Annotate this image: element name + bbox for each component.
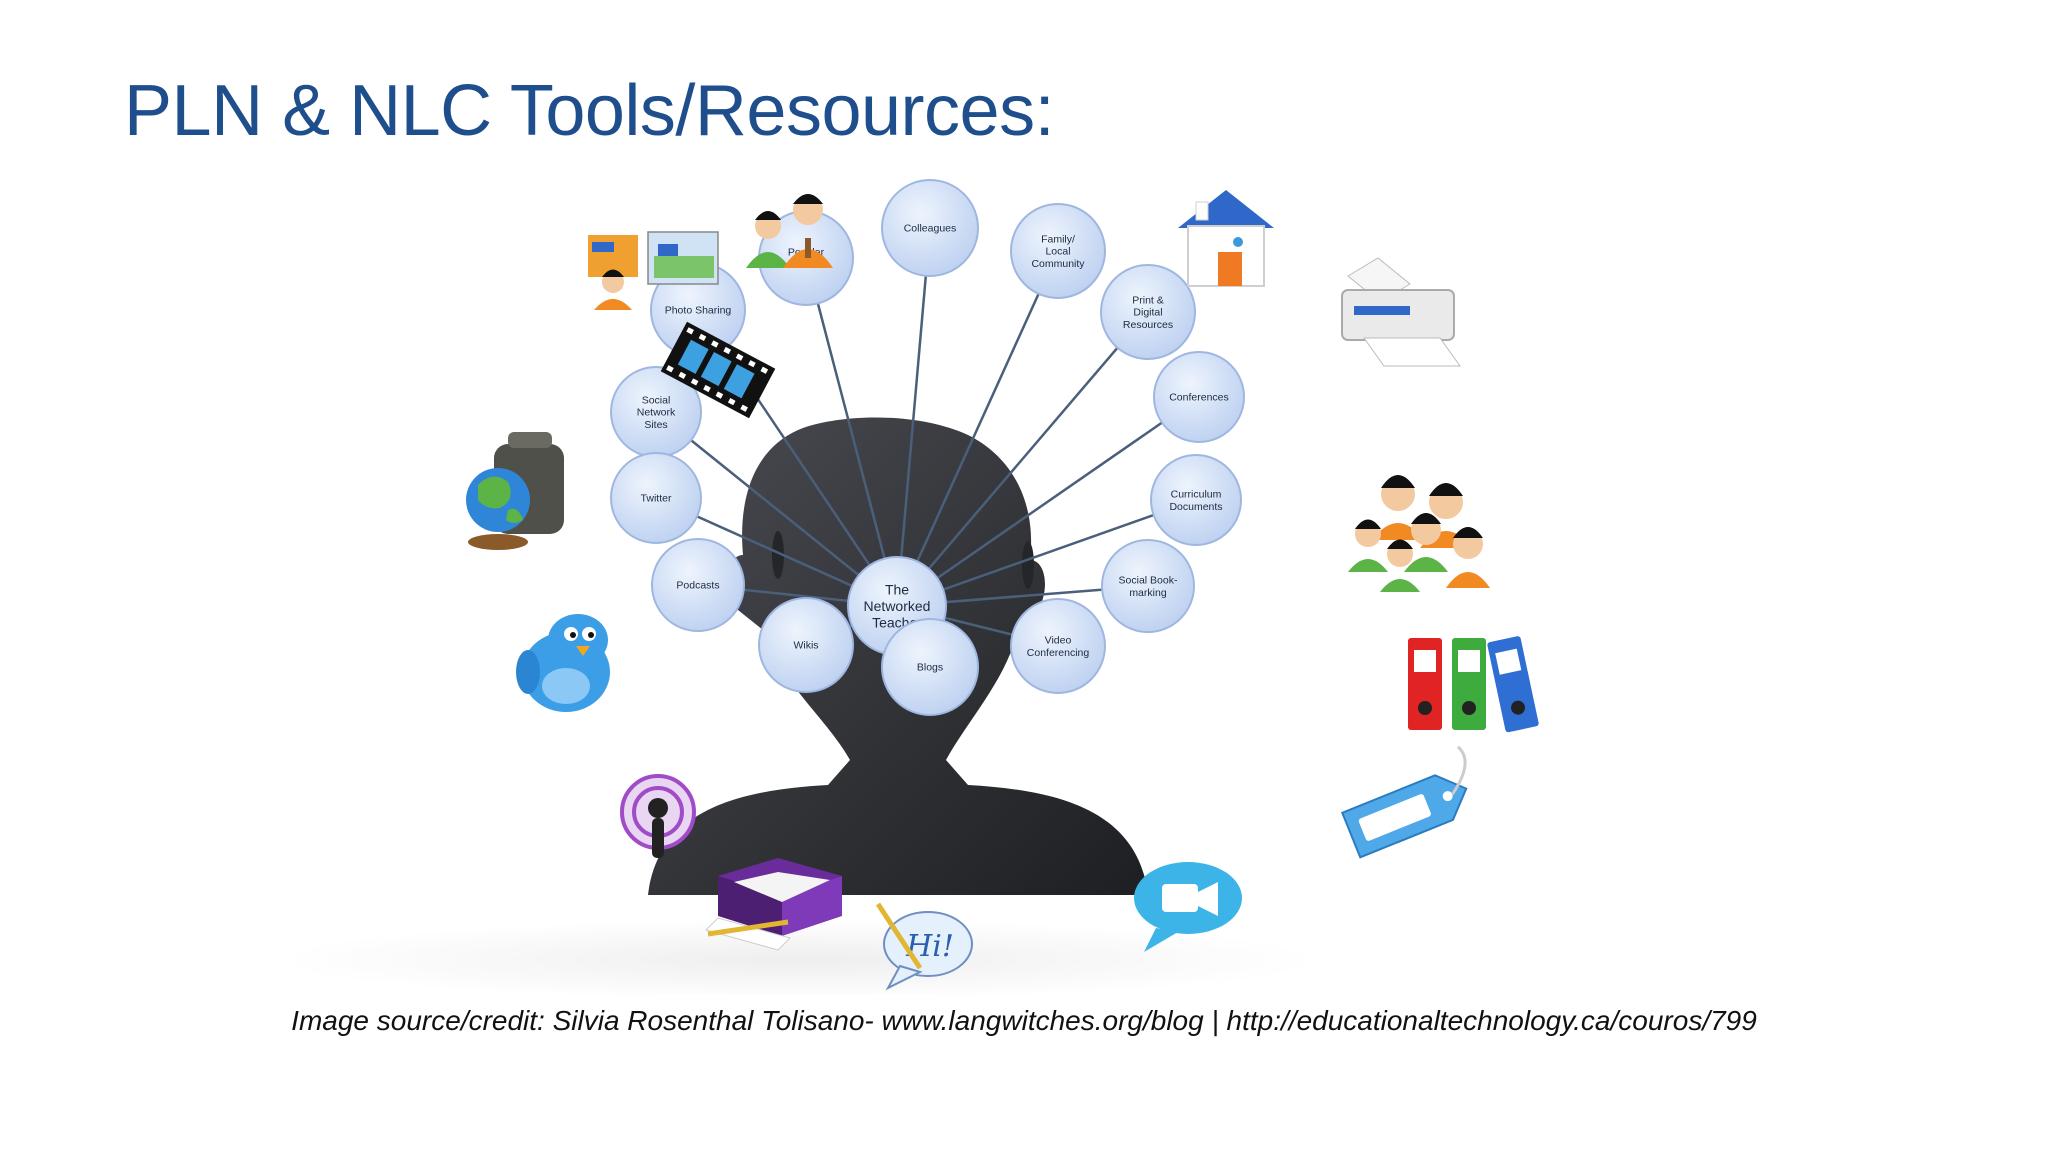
node-label-blogs: Blogs	[917, 662, 943, 674]
node-twitter: Twitter	[610, 452, 702, 544]
node-circle	[1010, 598, 1106, 694]
binders-icon	[1408, 636, 1539, 733]
label-line: Blogs	[917, 662, 943, 674]
house-icon	[1178, 190, 1274, 287]
label-line: Colleagues	[904, 223, 957, 235]
node-label-photo-sharing: Photo Sharing	[665, 305, 732, 317]
connector-curriculum-documents	[896, 498, 1197, 608]
photo-icon	[588, 231, 719, 310]
label-line: Curriculum	[1171, 488, 1222, 500]
label-line: Twitter	[641, 493, 672, 505]
node-circle	[610, 452, 702, 544]
label-line: Local	[1045, 246, 1070, 258]
label-line: Sites	[644, 419, 667, 431]
node-label-twitter: Twitter	[641, 493, 672, 505]
connector-popular-media	[804, 257, 899, 607]
connector-conferences	[896, 395, 1200, 608]
speech-bubble-icon: Hi!	[875, 902, 973, 991]
label-line: Community	[1031, 258, 1085, 270]
node-circle	[1010, 203, 1106, 299]
node-circle	[881, 618, 979, 716]
printer-icon	[1341, 257, 1461, 367]
node-label-podcasts: Podcasts	[676, 580, 719, 592]
floor-shadow	[278, 920, 1318, 995]
people-icon	[746, 194, 833, 268]
node-label-colleagues: Colleagues	[904, 223, 957, 235]
label-line: Print &	[1132, 294, 1164, 306]
node-colleagues: Colleagues	[881, 179, 979, 277]
connector-social-network-sites	[655, 411, 898, 607]
label-line: Social	[642, 394, 671, 406]
label-line: Network	[637, 407, 676, 419]
bird-icon	[516, 614, 610, 712]
node-circle	[1153, 351, 1245, 443]
label-line: Documents	[1169, 501, 1222, 513]
label-line: Social Book-	[1119, 574, 1178, 586]
label-line: Networked	[864, 598, 931, 614]
node-circle	[1101, 539, 1195, 633]
film-strip-icon	[660, 321, 776, 419]
box-icon	[705, 858, 842, 951]
video-camera-icon	[1134, 862, 1242, 952]
icons-layer: Hi!	[466, 190, 1539, 991]
label-line: Resources	[1123, 319, 1173, 331]
node-label-conferences: Conferences	[1169, 392, 1229, 404]
connector-print-digital-resources	[896, 311, 1149, 607]
tag-icon	[1340, 745, 1468, 859]
node-podcasts: Podcasts	[651, 538, 745, 632]
globe-icon	[466, 432, 564, 550]
connector-colleagues	[895, 227, 932, 607]
node-circle	[651, 538, 745, 632]
label-line: The	[885, 581, 909, 597]
node-label-wikis: Wikis	[793, 640, 818, 652]
node-social-bookmarking: Social Book-marking	[1101, 539, 1195, 633]
label-line: Conferences	[1169, 392, 1229, 404]
connector-family-local-community	[895, 250, 1060, 607]
node-label-social-bookmarking: Social Book-marking	[1119, 574, 1178, 598]
slide-title: PLN & NLC Tools/Resources:	[124, 71, 1055, 151]
nodes-layer: PopularMediaColleaguesFamily/LocalCommun…	[610, 179, 1245, 716]
label-line: Conferencing	[1027, 647, 1090, 659]
node-circle	[1150, 454, 1242, 546]
node-circle	[881, 179, 979, 277]
image-source-caption: Image source/credit: Silvia Rosenthal To…	[291, 1005, 1757, 1036]
label-line: Family/	[1041, 233, 1075, 245]
node-circle	[1100, 264, 1196, 360]
label-line: marking	[1129, 587, 1167, 599]
podcast-icon	[620, 774, 696, 858]
label-line: Video	[1045, 634, 1072, 646]
node-circle	[758, 597, 854, 693]
label-line: Digital	[1133, 307, 1162, 319]
node-photo-sharing: Photo Sharing	[650, 262, 746, 358]
label-line: Photo Sharing	[665, 305, 732, 317]
label-line: Wikis	[793, 640, 818, 652]
node-blogs: Blogs	[881, 618, 979, 716]
crowd-icon	[1348, 475, 1490, 592]
node-wikis: Wikis	[758, 597, 854, 693]
label-line: Podcasts	[676, 580, 719, 592]
node-conferences: Conferences	[1153, 351, 1245, 443]
